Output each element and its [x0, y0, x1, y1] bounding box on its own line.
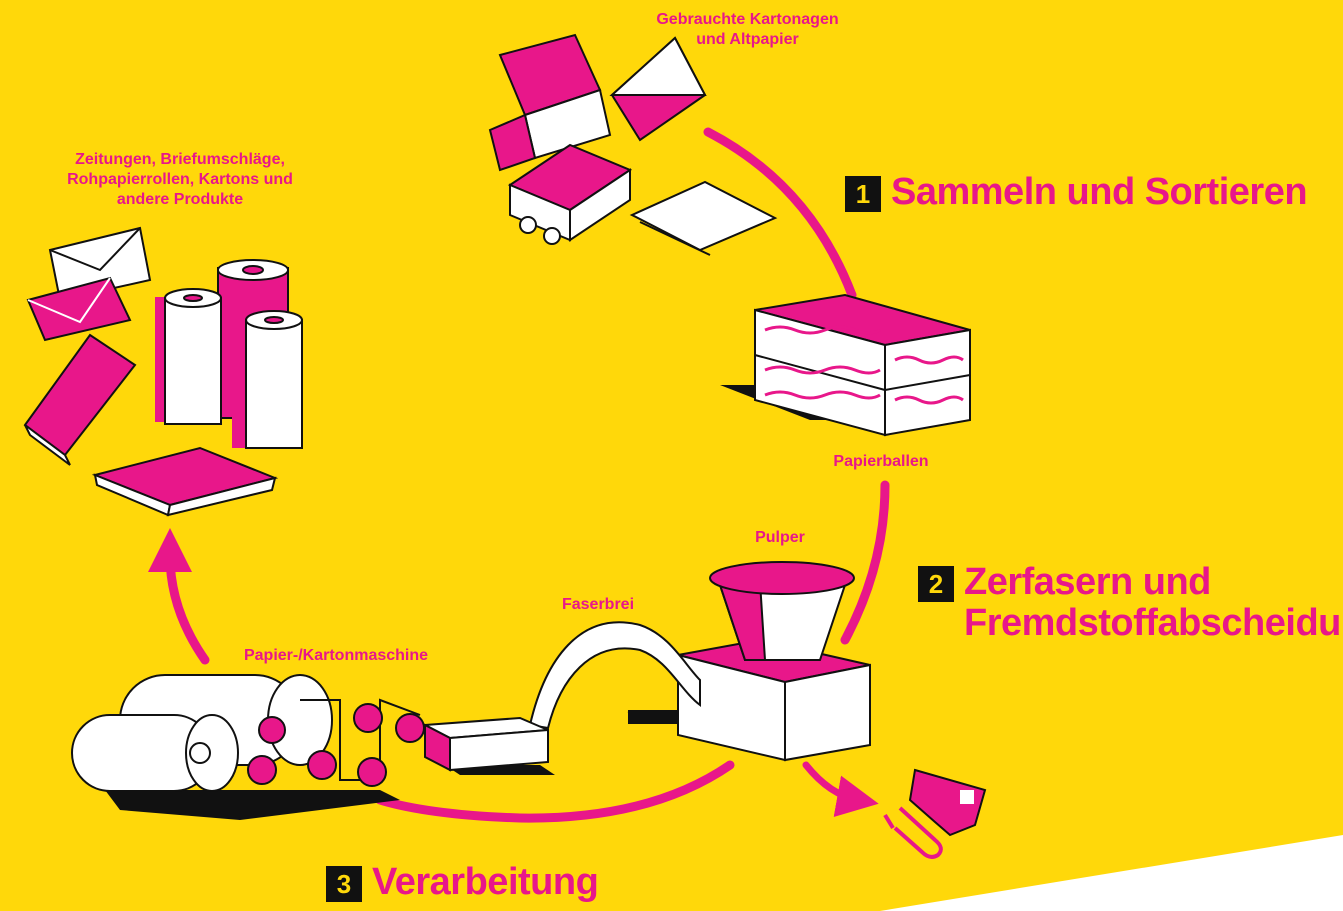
step-2-title: Zerfasern und Fremdstoffabscheidung: [964, 561, 1343, 645]
step-2-title-line2: Fremdstoffabscheidung: [964, 602, 1343, 645]
step-2-number: 2: [918, 566, 954, 602]
pulper-label: Pulper: [755, 529, 805, 546]
envelope-icon: [26, 226, 152, 342]
products-label-line2: Rohpapierrollen, Kartons und: [67, 171, 293, 188]
arrow-head: [148, 528, 192, 572]
step-1: 1 Sammeln und Sortieren: [845, 171, 1308, 213]
products-label-line1: Zeitungen, Briefumschläge,: [75, 151, 285, 168]
step-3-title: Verarbeitung: [372, 861, 599, 903]
book-icon: [23, 333, 137, 466]
machine-label: Papier-/Kartonmaschine: [243, 647, 429, 664]
tape-icon: [908, 768, 987, 837]
cycle-arrow-icon: [165, 127, 890, 823]
book-icon: [91, 446, 279, 517]
step-1-number: 1: [845, 176, 881, 212]
used-cardboard-label-line1: Gebrauchte Kartonagen: [656, 11, 839, 28]
step-2-title-line1: Zerfasern und: [964, 561, 1211, 603]
corner-wedge: [880, 835, 1343, 911]
bales-label: Papierballen: [833, 453, 929, 470]
pulp-label: Faserbrei: [561, 596, 635, 613]
pulper-icon: [627, 561, 871, 762]
step-3: 3 Verarbeitung: [326, 861, 599, 903]
step-1-title: Sammeln und Sortieren: [891, 171, 1308, 213]
step-3-number: 3: [326, 866, 362, 902]
used-cardboard-label-line2: und Altpapier: [696, 31, 799, 48]
used-cardboard-label: Gebrauchte Kartonagen und Altpapier: [640, 10, 855, 50]
folded-paper-icon: [629, 180, 778, 256]
envelope-icon: [609, 36, 707, 142]
pulp-ribbon: [528, 621, 701, 730]
headbox-icon: [421, 716, 555, 775]
paper-clip-icon: [883, 806, 943, 859]
cardboard-box-icon: [488, 33, 612, 172]
egg-carton-icon: [507, 143, 633, 245]
products-label: Zeitungen, Briefumschläge, Rohpapierroll…: [55, 150, 305, 210]
step-2: 2 Zerfasern und Fremdstoffabscheidung: [918, 561, 1343, 645]
products-label-line3: andere Produkte: [116, 191, 244, 208]
paper-roll-icon: [155, 259, 303, 449]
paper-machine-icon: [71, 674, 425, 820]
paper-bale-icon: [720, 293, 971, 437]
